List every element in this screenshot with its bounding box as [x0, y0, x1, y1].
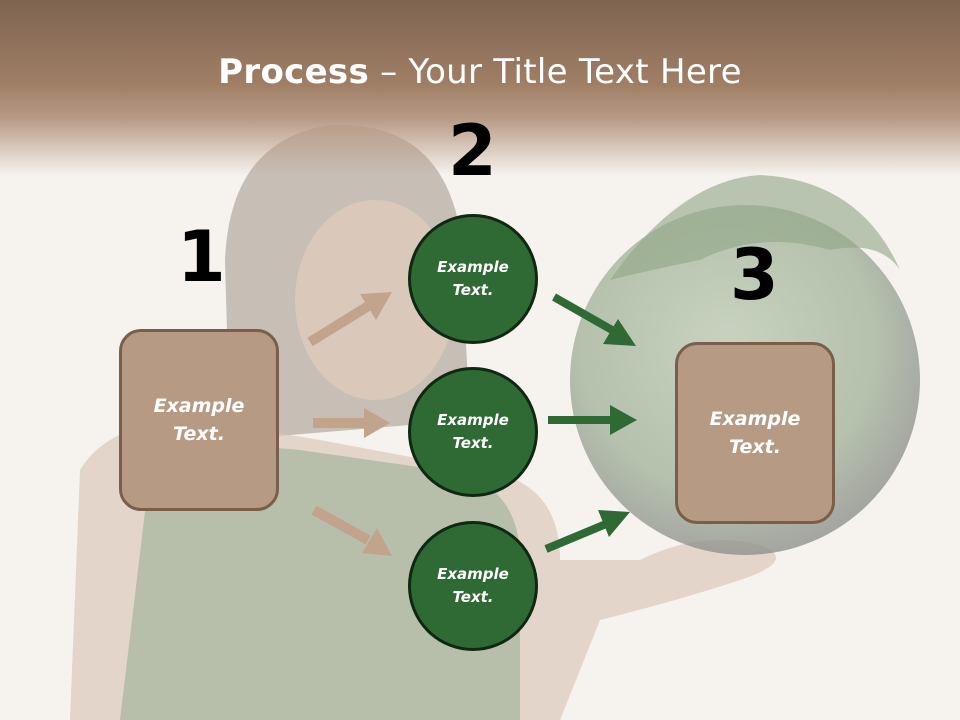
step-3-box: Example Text.	[675, 342, 835, 524]
step-number-3: 3	[730, 234, 779, 316]
circle-bottom-line1: Example	[437, 564, 509, 583]
step-1-line2: Text.	[173, 423, 225, 445]
circle-middle-line2: Text.	[452, 434, 494, 452]
circle-middle-line1: Example	[437, 410, 509, 429]
step-3-line2: Text.	[729, 436, 781, 458]
step-1-line1: Example	[153, 394, 245, 417]
title-bold: Process	[218, 52, 370, 92]
step-number-2: 2	[448, 110, 497, 192]
circle-top: Example Text.	[408, 214, 538, 344]
step-3-line1: Example	[709, 407, 801, 430]
circle-bottom: Example Text.	[408, 521, 538, 651]
circle-bottom-line2: Text.	[452, 588, 494, 606]
circle-middle: Example Text.	[408, 367, 538, 497]
circle-top-line2: Text.	[452, 281, 494, 299]
step-1-box: Example Text.	[119, 329, 279, 511]
title-rest: – Your Title Text Here	[369, 52, 742, 92]
circle-top-line1: Example	[437, 257, 509, 276]
title-bar	[0, 0, 960, 175]
slide-title: Process – Your Title Text Here	[0, 52, 960, 92]
step-number-1: 1	[177, 216, 226, 298]
